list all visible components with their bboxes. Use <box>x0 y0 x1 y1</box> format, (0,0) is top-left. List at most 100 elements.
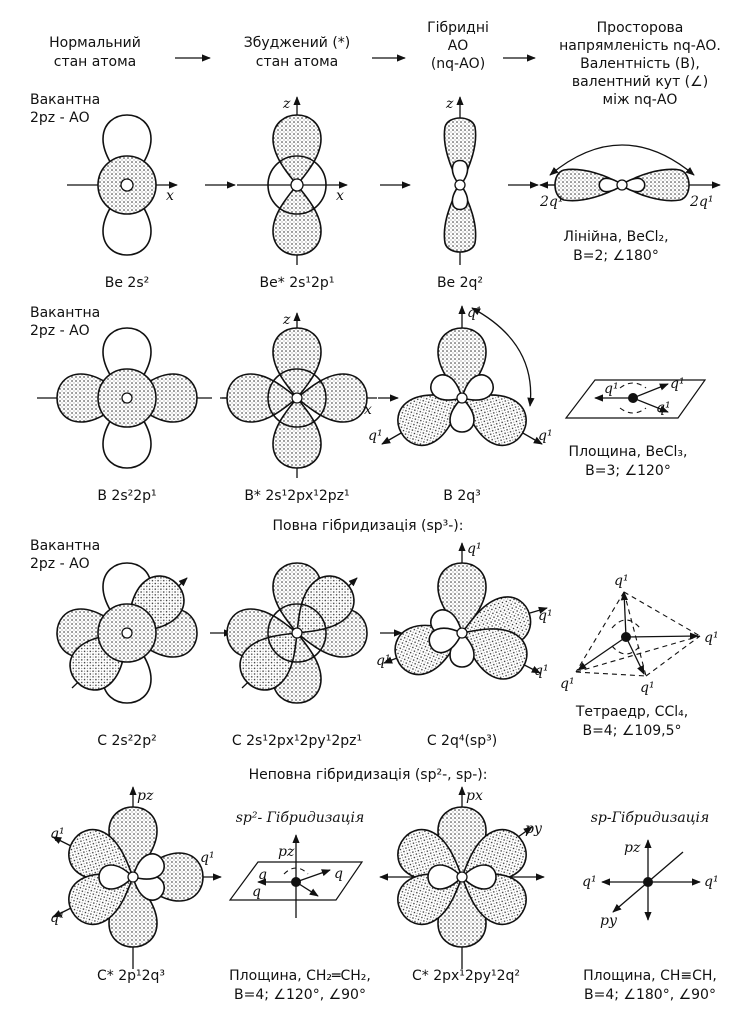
b-excited-orbital <box>222 312 377 478</box>
c-excited-orbital <box>226 562 368 704</box>
be-desc-line1: Лінійна, BeCl₂, <box>563 229 668 245</box>
b-z-axis-label: z <box>282 312 291 328</box>
be-hybrid-z-label: z <box>445 96 454 112</box>
b-q1-top: q¹ <box>467 305 482 321</box>
be-q-left-label: 2q¹ <box>539 194 563 210</box>
sp2-pz-label: pz <box>278 844 295 860</box>
b-vacant-line2: 2pz - АО <box>30 323 90 339</box>
partial-q1-right: q¹ <box>200 850 215 866</box>
b-q1-right: q¹ <box>538 428 553 444</box>
c-q1-right-bottom: q¹ <box>534 663 549 679</box>
c-tet-q1-bottom: q¹ <box>640 680 655 696</box>
be-vacant-line1: Вакантна <box>30 92 100 108</box>
sp-q1-left: q¹ <box>582 874 597 890</box>
sp-q1-right: q¹ <box>704 874 719 890</box>
b-hybrid-orbital <box>381 305 543 455</box>
be-ground-orbital <box>67 114 178 256</box>
header-col4-line4: валентний кут (∠) <box>572 74 708 90</box>
header-col4-line1: Просторова <box>597 20 684 36</box>
section-partial-hybridization: Неповна гібридизація (sp²-, sp-): <box>249 767 488 783</box>
b-ground-orbital <box>37 327 212 469</box>
b-desc-line1: Площина, BeCl₃, <box>569 444 688 460</box>
b-label-1: B 2s²2p¹ <box>97 488 156 504</box>
sp2-q-left: q <box>258 867 267 883</box>
partial-desc2-line2: B=4; ∠120°, ∠90° <box>234 987 366 1003</box>
c-ground-orbital <box>56 562 198 704</box>
header-col4-line2: напрямленість nq-АО. <box>559 38 721 54</box>
c-tet-q1-right: q¹ <box>704 630 719 646</box>
header-col3-line2: АО <box>448 38 469 54</box>
be-label-3: Be 2q² <box>437 275 483 291</box>
sp2-q-right: q <box>334 866 343 882</box>
header-col4-line5: між nq-АО <box>603 92 678 108</box>
b-q1-left: q¹ <box>368 428 383 444</box>
c-tet-q1-left: q¹ <box>560 676 575 692</box>
c-q1-right-top: q¹ <box>538 608 553 624</box>
sp2-planar-diagram <box>228 834 364 918</box>
c-vacant-line2: 2pz - АО <box>30 556 90 572</box>
b-desc-line2: B=3; ∠120° <box>585 463 671 479</box>
header-col1-line1: Нормальний <box>49 35 141 51</box>
partial-desc2-line1: Площина, CH₂═CH₂, <box>229 968 371 984</box>
header-col2-line2: стан атома <box>256 54 338 70</box>
sp-pz-label: pz <box>624 840 641 856</box>
c-desc-line2: B=4; ∠109,5° <box>582 723 681 739</box>
row-b: Вакантна 2pz - АО z x <box>30 305 707 504</box>
b-label-2: B* 2s¹2px¹2pz¹ <box>244 488 349 504</box>
sp-py-label: py <box>600 913 618 929</box>
section-full-hybridization: Повна гібридизація (sp³-): <box>273 518 464 534</box>
be-x-axis-label: x <box>166 188 174 204</box>
c-tet-q1-top: q¹ <box>614 573 629 589</box>
partial-pz-label: pz <box>137 788 154 804</box>
partial-desc4-line1: Площина, CH≡CH, <box>583 968 717 984</box>
partial-sp-orbital <box>379 786 545 969</box>
be-z-axis-label: z <box>282 96 291 112</box>
be-label-1: Be 2s² <box>105 275 149 291</box>
partial-py-label: py <box>525 821 543 837</box>
header: Нормальний стан атома Збуджений (*) стан… <box>49 20 721 108</box>
header-col3-line1: Гібридні <box>427 20 489 36</box>
be-label-2: Be* 2s¹2p¹ <box>260 275 335 291</box>
b-plane-q1-b: q¹ <box>670 376 685 392</box>
sp2-title: sp²- Гібридизація <box>236 810 365 826</box>
row-partial: pz q¹ q¹ q¹ sp²- Гібридизація pz q q q <box>50 786 719 1003</box>
c-tetrahedron <box>575 591 701 677</box>
be-linear-orbitals <box>539 144 721 202</box>
sp-title: sp-Гібридизація <box>591 810 710 826</box>
partial-q1-top-left: q¹ <box>50 826 65 842</box>
b-vacant-line1: Вакантна <box>30 305 100 321</box>
header-col3-line3: (nq-АО) <box>431 56 485 72</box>
b-plane-q1-c: q¹ <box>656 400 671 416</box>
c-q1-top: q¹ <box>467 541 482 557</box>
c-hybrid-orbital <box>383 542 548 688</box>
be-excited-x-label: x <box>336 188 344 204</box>
be-excited-orbital <box>237 96 348 265</box>
c-label-3: C 2q⁴(sp³) <box>427 733 497 749</box>
c-label-1: C 2s²2p² <box>97 733 156 749</box>
row-c: Вакантна 2pz - АО <box>30 538 719 749</box>
b-plane-q1-a: q¹ <box>604 381 619 397</box>
sp2-q-bottom: q <box>252 884 261 900</box>
header-col4-line3: Валентність (В), <box>580 56 700 72</box>
c-desc-line1: Тетраедр, CCl₄, <box>575 704 688 720</box>
partial-label-1: C* 2p¹2q³ <box>97 968 165 984</box>
c-vacant-line1: Вакантна <box>30 538 100 554</box>
c-q1-left: q¹ <box>376 653 391 669</box>
be-desc-line2: B=2; ∠180° <box>573 248 659 264</box>
be-vacant-line2: 2pz - АО <box>30 110 90 126</box>
sp-linear-diagram <box>601 839 701 921</box>
partial-sp2-orbital <box>52 786 222 969</box>
header-col1-line2: стан атома <box>54 54 136 70</box>
be-hybrid-orbital <box>443 96 477 265</box>
b-x-axis-label: x <box>364 402 372 418</box>
partial-px-label: px <box>466 788 483 804</box>
partial-q1-bottom-left: q¹ <box>50 910 65 926</box>
c-label-2: C 2s¹2px¹2py¹2pz¹ <box>232 733 362 749</box>
partial-label-3: C* 2px¹2py¹2q² <box>412 968 520 984</box>
be-q-right-label: 2q¹ <box>689 194 713 210</box>
partial-desc4-line2: B=4; ∠180°, ∠90° <box>584 987 716 1003</box>
b-planar-diagram <box>564 379 707 419</box>
header-col2-line1: Збуджений (*) <box>244 35 351 51</box>
b-label-3: B 2q³ <box>443 488 480 504</box>
